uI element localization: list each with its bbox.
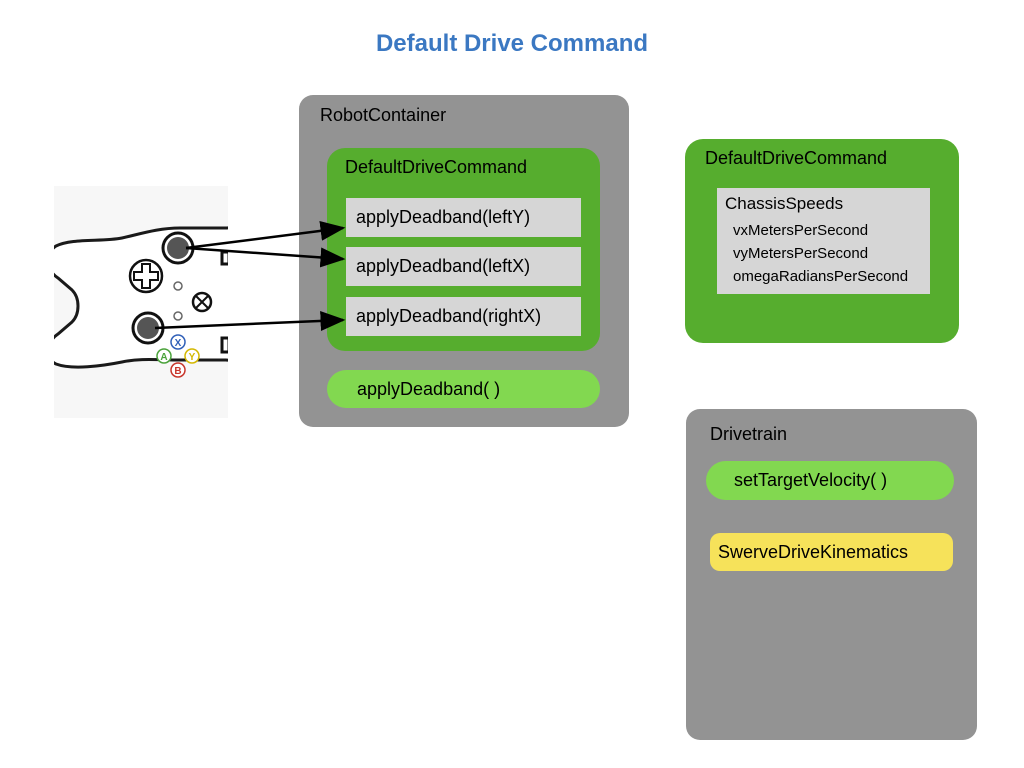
apply-deadband-lefty-box: applyDeadband(leftY) (346, 198, 581, 237)
svg-text:Y: Y (189, 352, 196, 363)
apply-deadband-leftx-box: applyDeadband(leftX) (346, 247, 581, 286)
controller-illustration: X Y A B (46, 186, 259, 418)
default-drive-command-label: DefaultDriveCommand (705, 148, 888, 168)
face-buttons: X Y A B (156, 334, 200, 378)
set-target-velocity-pill: setTargetVelocity( ) (706, 461, 954, 500)
chassis-speeds-box (717, 188, 930, 294)
gamepad-icon: X Y A B (46, 226, 259, 378)
default-drive-command-inner-label: DefaultDriveCommand (345, 157, 528, 177)
svg-text:B: B (174, 366, 181, 377)
apply-deadband-pill: applyDeadband( ) (327, 370, 600, 408)
robot-container-label: RobotContainer (320, 105, 447, 125)
swerve-drive-kinematics-box: SwerveDriveKinematics (710, 533, 953, 571)
drivetrain-panel (686, 409, 977, 740)
omega-radians-per-second-field: omegaRadiansPerSecond (733, 268, 909, 285)
drivetrain-label: Drivetrain (710, 424, 788, 444)
svg-text:A: A (160, 352, 167, 363)
vx-meters-per-second-field: vxMetersPerSecond (733, 222, 869, 239)
vy-meters-per-second-field: vyMetersPerSecond (733, 245, 869, 262)
svg-text:X: X (175, 338, 182, 349)
apply-deadband-rightx-box: applyDeadband(rightX) (346, 297, 581, 336)
chassis-speeds-label: ChassisSpeeds (725, 194, 844, 213)
diagram-title: Default Drive Command (375, 30, 649, 57)
